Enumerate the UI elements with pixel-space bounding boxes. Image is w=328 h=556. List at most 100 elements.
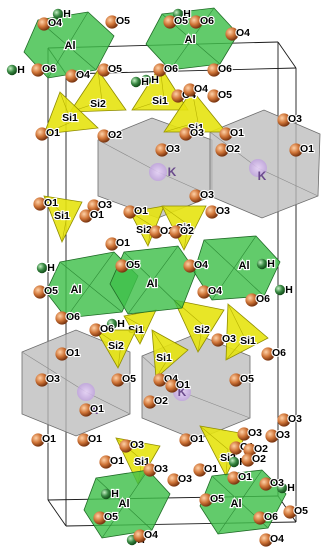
oxygen-atom: O3 — [277, 112, 303, 127]
oxygen-label: O4 — [76, 69, 90, 81]
hydrogen-atom: H — [130, 75, 150, 89]
oxygen-label: O4 — [48, 17, 62, 29]
oxygen-label: O5 — [104, 511, 118, 523]
si-label: Si2 — [194, 324, 210, 336]
al-label: Al — [239, 260, 250, 272]
oxygen-atom: O1 — [165, 378, 191, 393]
oxygen-atom: O6 — [207, 62, 233, 77]
oxygen-label: O1 — [90, 209, 104, 221]
oxygen-label: O3 — [130, 439, 144, 451]
oxygen-label: O3 — [190, 127, 204, 139]
oxygen-label: O4 — [208, 285, 222, 297]
hydrogen-atom: H — [100, 487, 120, 501]
oxygen-label: O3 — [154, 463, 168, 475]
oxygen-atom: O1 — [35, 126, 61, 141]
oxygen-label: O6 — [218, 63, 232, 75]
oxygen-label: O6 — [264, 511, 278, 523]
oxygen-atom: O1 — [193, 462, 219, 477]
oxygen-label: O1 — [134, 205, 148, 217]
k-atom — [77, 383, 95, 401]
oxygen-atom: O4 — [133, 528, 159, 543]
al-octahedron: Al — [193, 235, 281, 301]
oxygen-atom: O3 — [167, 472, 193, 487]
oxygen-label: O1 — [42, 433, 56, 445]
oxygen-label: O1 — [66, 347, 80, 359]
oxygen-label: O4 — [270, 533, 284, 545]
oxygen-atom: O4 — [259, 532, 285, 547]
oxygen-label: O5 — [108, 63, 122, 75]
si-label: Si1 — [62, 112, 78, 124]
si-tetrahedron: Si1 — [43, 91, 99, 135]
oxygen-atom: O1 — [219, 126, 245, 141]
oxygen-atom: O3 — [87, 198, 113, 213]
oxygen-atom: O6 — [55, 310, 81, 325]
oxygen-atom: O4 — [37, 16, 63, 31]
si-tetrahedron: Si1 — [151, 329, 189, 379]
oxygen-label: O3 — [288, 113, 302, 125]
oxygen-atom: O3 — [277, 412, 303, 427]
si-label: Si1 — [54, 210, 70, 222]
k-polyhedron: K — [21, 329, 131, 437]
oxygen-label: O3 — [248, 427, 262, 439]
oxygen-label: O1 — [238, 471, 252, 483]
oxygen-label: O1 — [190, 433, 204, 445]
oxygen-atom: O1 — [289, 142, 315, 157]
oxygen-label: O4 — [194, 83, 208, 95]
oxygen-label: O6 — [42, 63, 56, 75]
oxygen-label: O4 — [236, 27, 250, 39]
hydrogen-atom: H — [6, 63, 26, 77]
oxygen-atom: O2 — [169, 224, 195, 239]
oxygen-label: O3 — [98, 199, 112, 211]
al-label: Al — [185, 34, 196, 46]
oxygen-label: O5 — [126, 259, 140, 271]
k-atom — [149, 163, 167, 181]
k-label: K — [168, 165, 177, 179]
al-label: Al — [71, 284, 82, 296]
oxygen-atom: O3 — [205, 204, 231, 219]
oxygen-atom: O6 — [153, 62, 179, 77]
oxygen-atom: O1 — [33, 196, 59, 211]
oxygen-label: O2 — [108, 129, 122, 141]
oxygen-label: O2 — [254, 443, 268, 455]
oxygen-atom: O3 — [119, 438, 145, 453]
oxygen-label: O6 — [164, 63, 178, 75]
oxygen-atom: O4 — [65, 68, 91, 83]
oxygen-atom: O2 — [97, 128, 123, 143]
si-label: Si1 — [156, 352, 172, 364]
oxygen-atom: O2 — [215, 142, 241, 157]
oxygen-label: O3 — [178, 473, 192, 485]
oxygen-atom: O1 — [105, 236, 131, 251]
hydrogen-atom: H — [276, 481, 296, 495]
oxygen-label: O1 — [90, 403, 104, 415]
oxygen-atom: O2 — [243, 442, 269, 457]
cell-edge — [47, 499, 67, 527]
hydrogen-atom: H — [172, 7, 192, 21]
oxygen-label: O2 — [252, 453, 266, 465]
oxygen-label: O5 — [218, 89, 232, 101]
oxygen-atom: O5 — [105, 14, 131, 29]
oxygen-atoms-layer: O4O5O6O4O5O5O6O4O6O4O6O5O4O1O2O3O1O3O2O1… — [31, 14, 315, 547]
oxygen-atom: O3 — [237, 426, 263, 441]
al-label: Al — [119, 498, 130, 510]
oxygen-label: O6 — [200, 15, 214, 27]
oxygen-label: O5 — [44, 285, 58, 297]
oxygen-label: O2 — [180, 225, 194, 237]
oxygen-atom: O6 — [245, 292, 271, 307]
oxygen-atom: O4 — [197, 284, 223, 299]
hydrogen-label: H — [63, 8, 71, 20]
k-atom — [249, 159, 267, 177]
oxygen-atom: O6 — [261, 346, 287, 361]
si-tetrahedron: Si1 — [225, 303, 269, 361]
oxygen-label: O5 — [294, 505, 308, 517]
k-polyhedron: K — [209, 109, 321, 219]
al-label: Al — [65, 40, 76, 52]
hydrogen-label: H — [151, 74, 159, 86]
oxygen-label: O6 — [100, 323, 114, 335]
oxygen-label: O1 — [300, 143, 314, 155]
oxygen-atom: O3 — [265, 428, 291, 443]
oxygen-atom: O5 — [163, 14, 189, 29]
hydrogen-atom: H — [256, 257, 276, 271]
oxygen-label: O5 — [240, 373, 254, 385]
oxygen-label: O3 — [46, 373, 60, 385]
al-octahedron: Al — [109, 245, 197, 315]
